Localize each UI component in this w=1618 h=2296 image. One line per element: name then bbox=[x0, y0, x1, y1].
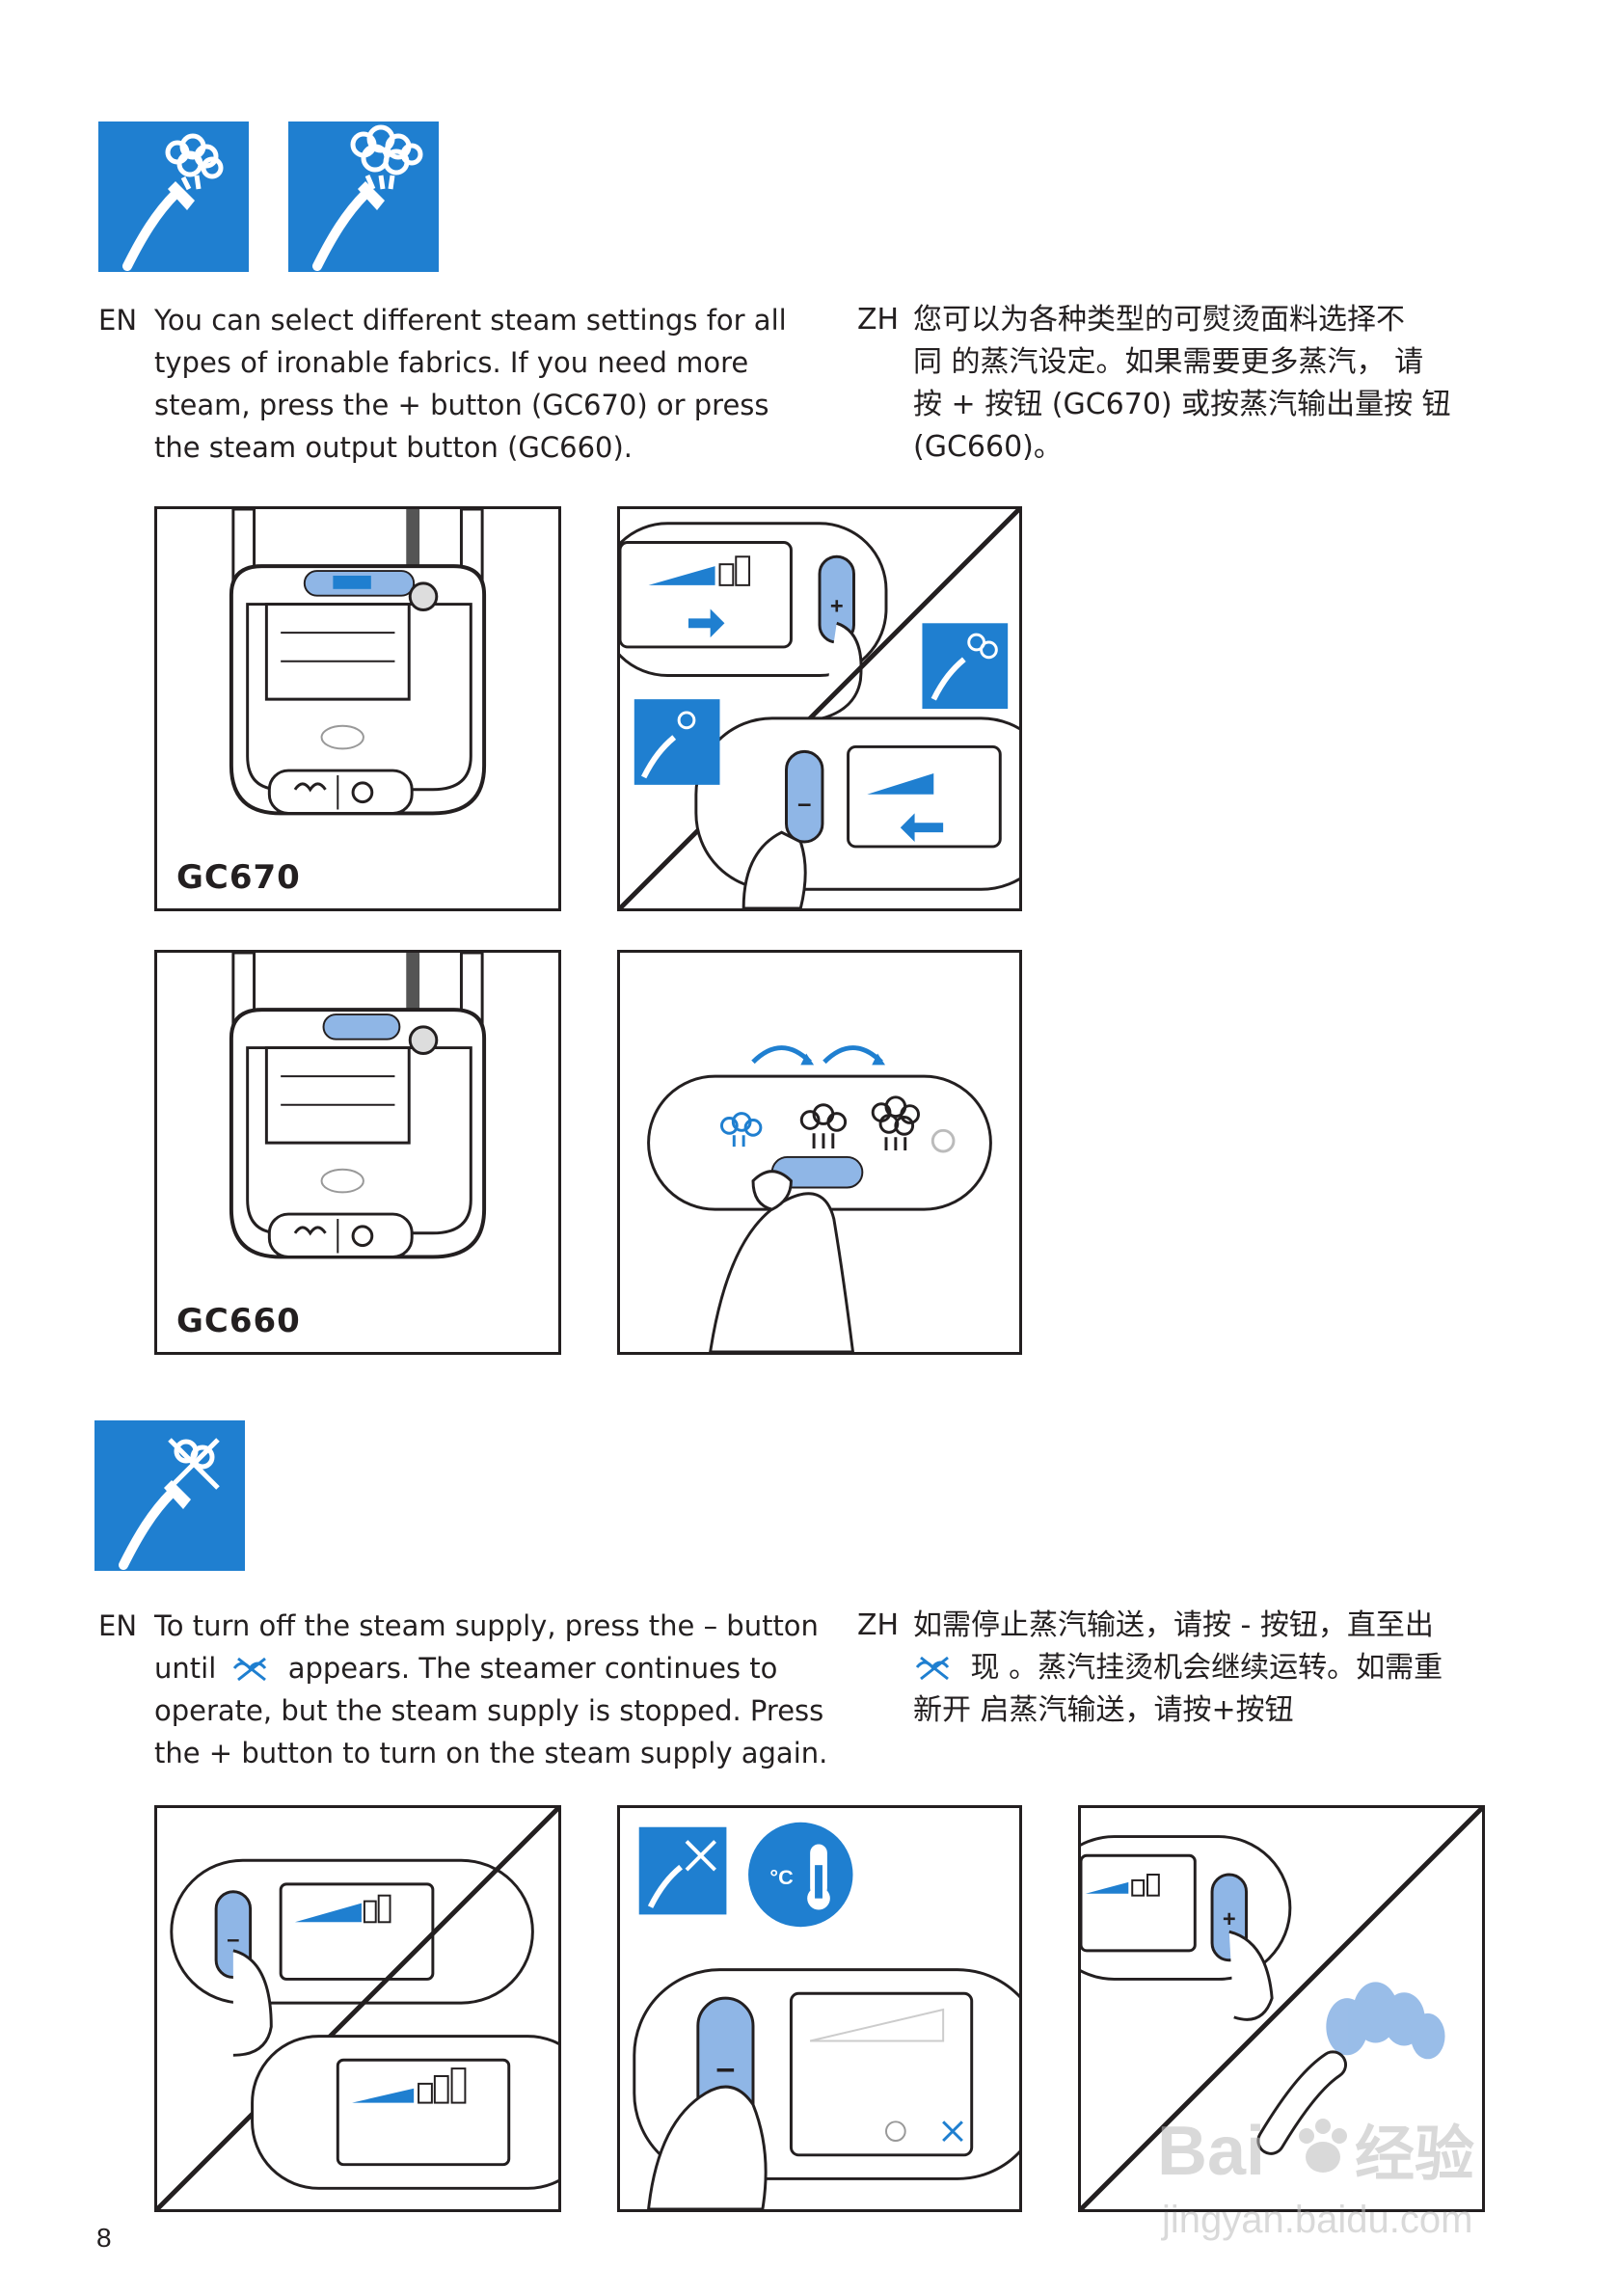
figure-press-minus-twice: – bbox=[154, 1805, 561, 2212]
watermark-brand: Bai bbox=[1157, 2113, 1265, 2190]
steam-low-icon bbox=[98, 122, 249, 272]
page-number: 8 bbox=[96, 2223, 112, 2253]
paw-icon bbox=[1299, 2119, 1347, 2173]
figure-press-plus-steam-on: + bbox=[1078, 1805, 1485, 2212]
model-label-gc670: GC670 bbox=[176, 858, 301, 897]
steam-high-icon bbox=[288, 122, 439, 272]
text-line: 新开 启蒸汽输送，请按+按钮 bbox=[913, 1693, 1294, 1727]
svg-text:–: – bbox=[797, 790, 811, 817]
svg-text:–: – bbox=[227, 1928, 239, 1953]
steam-off-icon bbox=[94, 1420, 245, 1571]
svg-text:+: + bbox=[830, 594, 844, 619]
text-segment: until bbox=[154, 1652, 217, 1685]
figure-gc670-steamer: GC670 bbox=[154, 506, 561, 911]
text-line: the steam output button (GC660). bbox=[154, 431, 634, 464]
zh-instruction-steam-off: ZH 如需停止蒸汽输送，请按 - 按钮，直至出 现 。蒸汽挂烫机会继续运转。如需… bbox=[857, 1605, 1532, 1749]
text-line: steam, press the + button (GC670) or pre… bbox=[154, 389, 769, 421]
text-line: 您可以为各种类型的可熨烫面料选择不 bbox=[913, 303, 1405, 337]
lang-code-en: EN bbox=[98, 304, 138, 337]
text-line: until appears. The steamer continues to bbox=[154, 1647, 777, 1689]
steam-off-symbol-icon bbox=[233, 1657, 267, 1682]
text-line: You can select different steam settings … bbox=[154, 304, 787, 337]
temp-unit-label: °C bbox=[769, 1865, 794, 1889]
figure-gc660-control-panel bbox=[617, 950, 1022, 1355]
steam-off-symbol-icon bbox=[915, 1656, 950, 1681]
baidu-jingyan-watermark: Bai 经验 jingyan.baidu.com bbox=[1147, 2097, 1552, 2252]
text-line: 按 + 按钮 (GC670) 或按蒸汽输出量按 钮 bbox=[913, 388, 1451, 421]
watermark-url: jingyan.baidu.com bbox=[1161, 2199, 1472, 2241]
lang-code-zh: ZH bbox=[857, 303, 900, 337]
text-line: To turn off the steam supply, press the … bbox=[154, 1609, 819, 1642]
text-segment: 现 。蒸汽挂烫机会继续运转。如需重 bbox=[970, 1651, 1443, 1685]
zh-instruction-steam-settings: ZH 您可以为各种类型的可熨烫面料选择不 同 的蒸汽设定。如果需要更多蒸汽， 请… bbox=[857, 299, 1532, 482]
figure-steam-off-indicator: °C – bbox=[617, 1805, 1022, 2212]
svg-text:–: – bbox=[716, 2048, 736, 2087]
en-instruction-steam-settings: EN You can select different steam settin… bbox=[98, 299, 793, 482]
text-line: types of ironable fabrics. If you need m… bbox=[154, 346, 749, 379]
figure-gc670-control-panel: + – bbox=[617, 506, 1022, 911]
text-line: 如需停止蒸汽输送，请按 - 按钮，直至出 bbox=[913, 1608, 1434, 1642]
svg-text:+: + bbox=[1223, 1907, 1236, 1932]
en-instruction-steam-off: EN To turn off the steam supply, press t… bbox=[98, 1605, 831, 1788]
figure-gc660-steamer: GC660 bbox=[154, 950, 561, 1355]
lang-code-zh: ZH bbox=[857, 1608, 900, 1642]
text-line: 同 的蒸汽设定。如果需要更多蒸汽， 请 bbox=[913, 345, 1424, 379]
text-line: (GC660)。 bbox=[913, 430, 1063, 464]
text-line: operate, but the steam supply is stopped… bbox=[154, 1694, 824, 1727]
lang-code-en: EN bbox=[98, 1609, 138, 1642]
text-line: the + button to turn on the steam supply… bbox=[154, 1737, 828, 1769]
watermark-suffix: 经验 bbox=[1355, 2119, 1474, 2189]
text-segment: appears. The steamer continues to bbox=[287, 1652, 778, 1685]
text-line: 现 。蒸汽挂烫机会继续运转。如需重 bbox=[913, 1647, 1443, 1689]
model-label-gc660: GC660 bbox=[176, 1302, 301, 1340]
